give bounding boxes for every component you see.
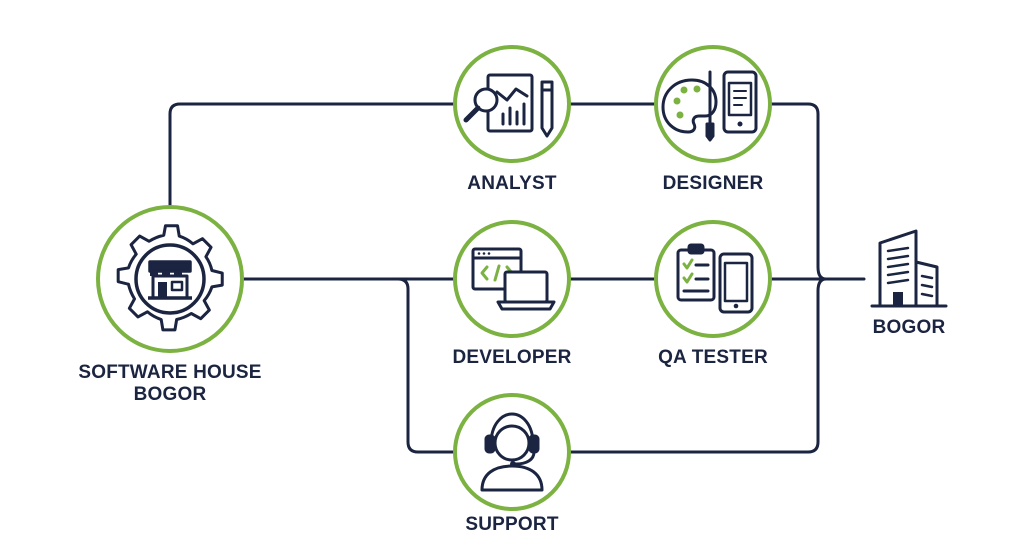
headset-agent-icon: [480, 412, 544, 492]
designer-label: DESIGNER: [662, 173, 764, 194]
analyst-node: [453, 45, 571, 163]
designer-node: [654, 45, 772, 163]
city-node: [870, 229, 948, 308]
connector-support-to-bus: [568, 277, 828, 454]
hub-label-line2: BOGOR: [133, 384, 207, 405]
support-label: SUPPORT: [465, 514, 559, 535]
checklist-phone-icon: [676, 243, 754, 314]
developer-label: DEVELOPER: [452, 347, 572, 368]
analyst-label: ANALYST: [467, 173, 557, 194]
city-label: BOGOR: [872, 317, 946, 338]
hub-label-line1: SOFTWARE HOUSE: [78, 362, 262, 383]
analytics-report-icon: [463, 73, 554, 138]
office-building-icon: [870, 229, 948, 308]
hub-node: [96, 205, 244, 353]
developer-node: [453, 220, 571, 338]
qa-tester-label: QA TESTER: [658, 347, 768, 368]
gear-store-icon: [116, 224, 224, 332]
qa-tester-node: [654, 220, 772, 338]
connectors: [168, 102, 866, 454]
code-laptop-icon: [471, 247, 556, 311]
support-node: [453, 393, 571, 511]
hub-label: SOFTWARE HOUSE BOGOR: [60, 362, 280, 406]
palette-phone-icon: [661, 70, 758, 142]
connector-hub-to-analyst: [168, 102, 457, 207]
connector-hub-to-support: [396, 277, 457, 454]
